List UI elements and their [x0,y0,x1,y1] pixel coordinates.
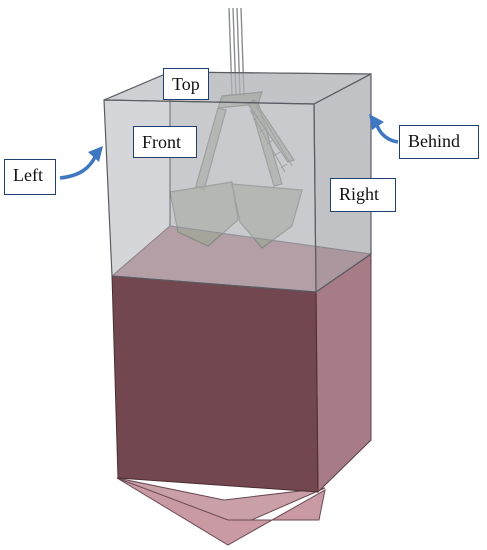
label-top: Top [163,68,209,100]
material-front-face [111,275,319,493]
label-front: Front [133,126,197,158]
hopper-cone [116,477,326,546]
label-right: Right [330,178,396,212]
arrow-left [59,146,103,180]
material-side-face [315,253,372,494]
curved-arrow-icon [59,154,98,180]
label-left: Left [4,159,56,195]
arrow-behind [369,114,399,144]
label-behind: Behind [399,125,479,159]
